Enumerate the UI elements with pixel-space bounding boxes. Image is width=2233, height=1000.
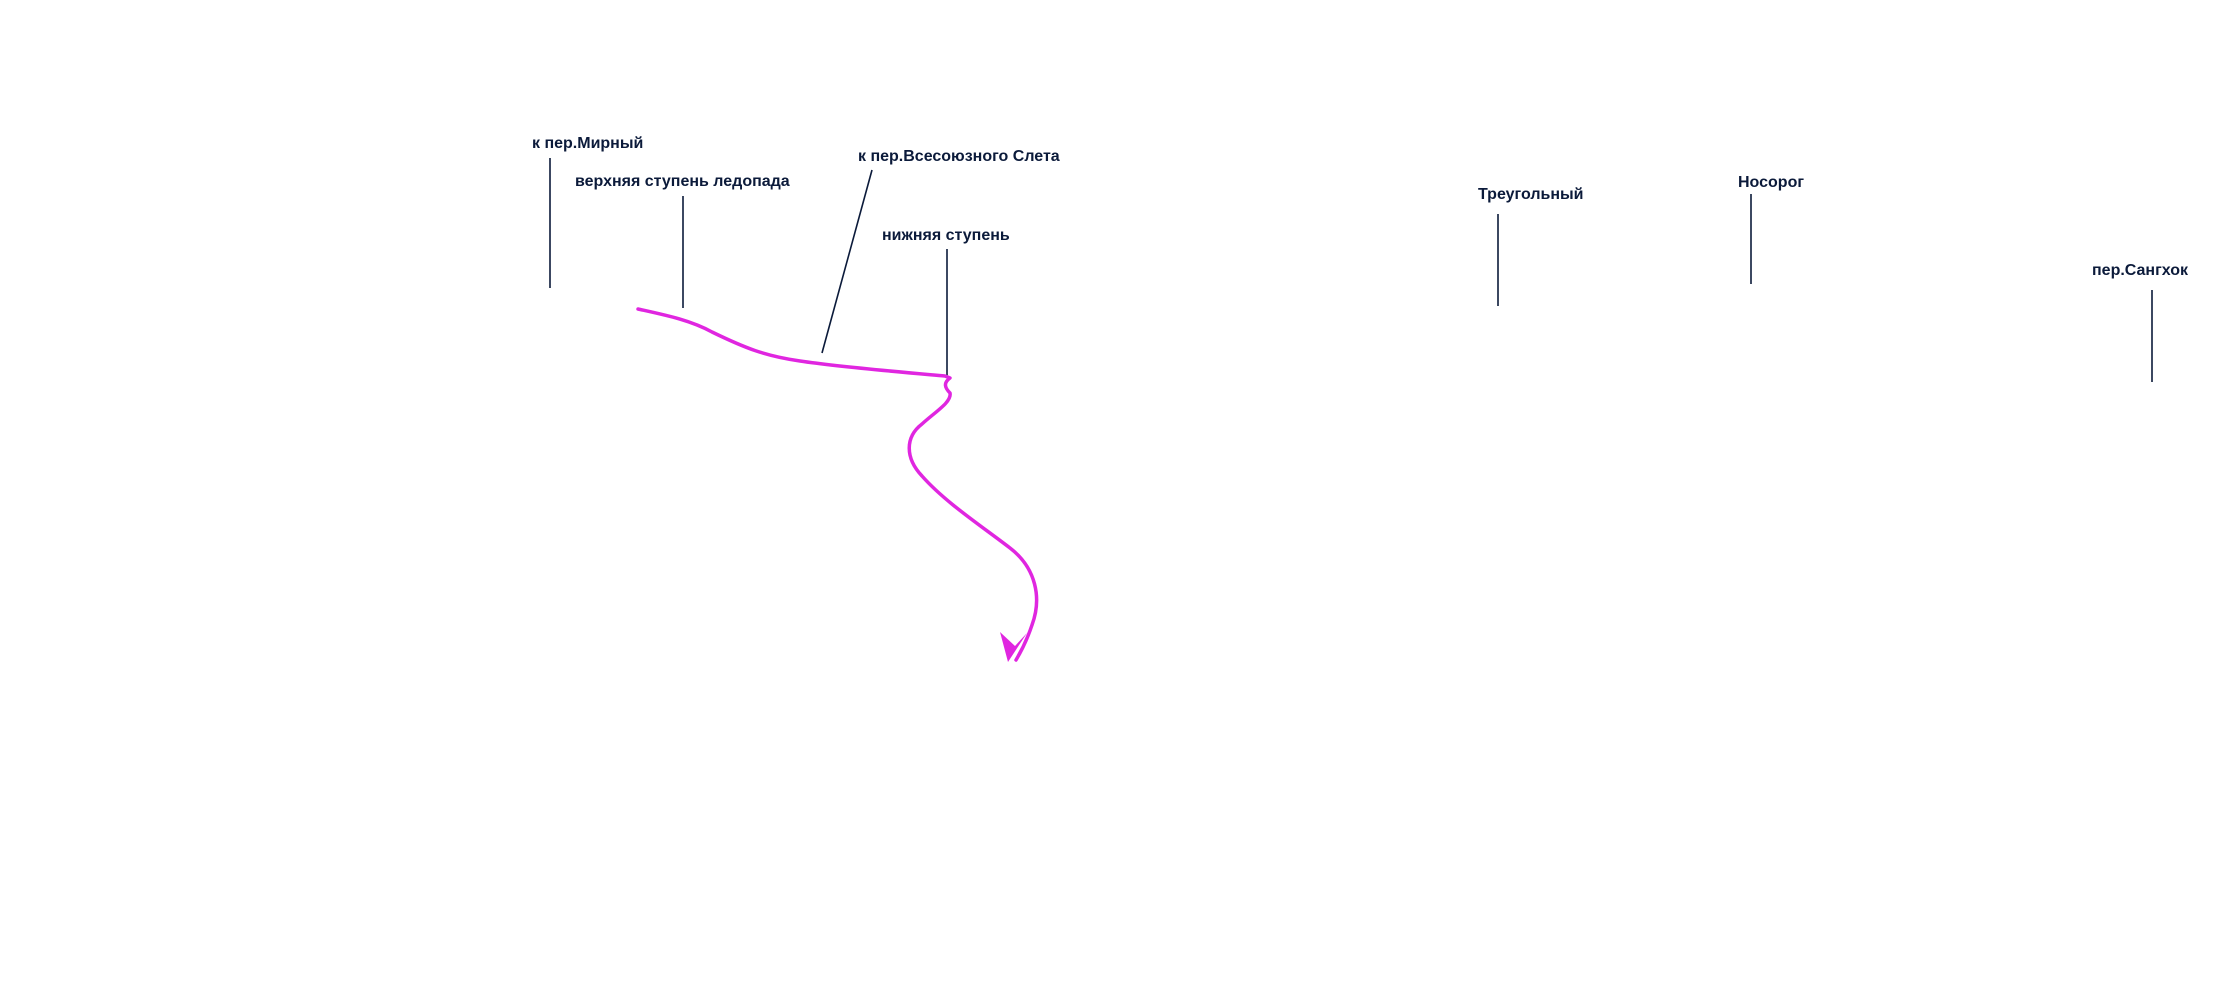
label-sangkhok-text: пер.Сангхок	[2092, 262, 2189, 279]
label-upper-step-text: верхняя ступень ледопада	[575, 173, 790, 190]
route	[636, 307, 1039, 662]
label-nosorog-text: Носорог	[1738, 174, 1804, 191]
label-nosorog: Носорог	[1738, 174, 1804, 284]
label-treugolny-text: Треугольный	[1478, 186, 1584, 203]
label-treugolny: Треугольный	[1478, 186, 1584, 306]
label-lower-step: нижняя ступень	[882, 227, 1010, 376]
route-path	[636, 307, 1039, 662]
label-lower-step-text: нижняя ступень	[882, 227, 1010, 244]
label-mirny: к пер.Мирный	[532, 135, 643, 288]
route-arrowhead	[1000, 632, 1027, 662]
label-upper-step: верхняя ступень ледопада	[575, 173, 790, 308]
label-sangkhok: пер.Сангхок	[2092, 262, 2189, 382]
label-vsesoyuzny-text: к пер.Всесоюзного Слета	[858, 148, 1060, 165]
label-mirny-text: к пер.Мирный	[532, 135, 643, 152]
leader-line-vsesoyuzny	[821, 169, 873, 354]
label-vsesoyuzny: к пер.Всесоюзного Слета	[821, 148, 1060, 354]
